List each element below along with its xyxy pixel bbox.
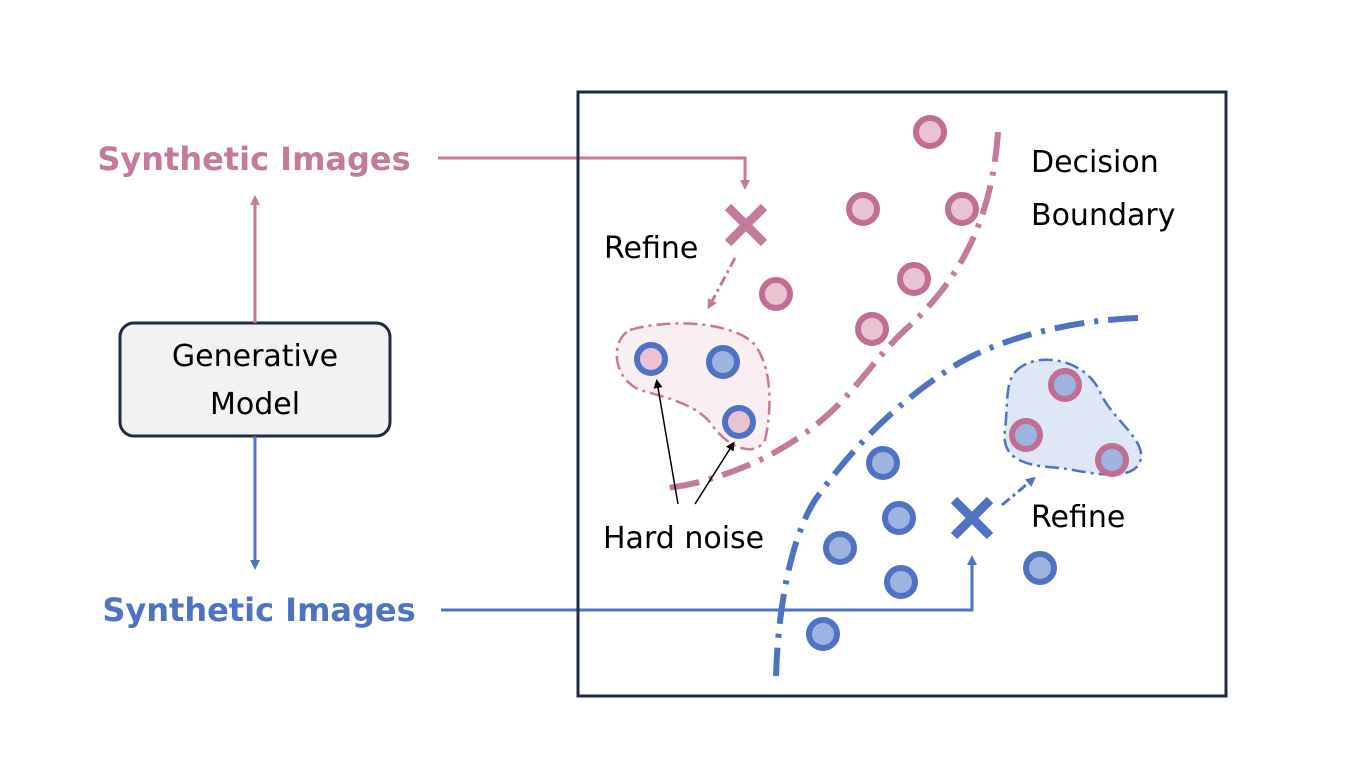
pink-point (846, 192, 880, 226)
pink-point (945, 192, 979, 226)
generative-model-label-line1: Generative (172, 339, 338, 374)
pink-points (759, 115, 979, 346)
synthetic-images-top-label: Synthetic Images (97, 140, 410, 178)
blue-point (806, 617, 840, 651)
refined-point (1048, 368, 1082, 402)
synthetic-images-bottom-label: Synthetic Images (102, 591, 415, 629)
connector-top-synthetic-to-cross (438, 156, 750, 190)
pink-point (855, 312, 889, 346)
refined-point (1009, 418, 1043, 452)
blue-point (1023, 551, 1057, 585)
blue-point (884, 565, 918, 599)
refined-blue-region-points (1009, 368, 1129, 477)
decision-boundary-pink (664, 131, 1001, 491)
generative-model-box: Generative Model (118, 321, 392, 438)
blue-point (882, 501, 916, 535)
pink-point (759, 277, 793, 311)
refine-label-bottom: Refine (1031, 500, 1125, 535)
generative-model-label-line2: Model (210, 387, 300, 422)
blue-point (823, 531, 857, 565)
refine-label-top: Refine (604, 231, 698, 266)
refine-arrow-bottom (1001, 476, 1036, 507)
decision-boundary-blue (773, 315, 1139, 677)
hard-noise-points (634, 342, 756, 439)
hard-noise-point (634, 342, 668, 376)
connector-bottom-synthetic-to-cross (441, 555, 977, 612)
blue-point (706, 345, 740, 379)
blue-point (866, 446, 900, 480)
pink-point (913, 115, 947, 149)
hard-noise-label: Hard noise (603, 521, 764, 556)
hard-noise-pointer-2 (694, 441, 735, 505)
pink-point (897, 262, 931, 296)
x-mark-icon (950, 496, 994, 540)
decision-boundary-label-line2: Boundary (1031, 198, 1175, 233)
hard-noise-point (722, 405, 756, 439)
blue-points (806, 446, 1057, 651)
x-mark-icon (724, 203, 768, 247)
refined-point (1095, 443, 1129, 477)
refine-arrow-top (707, 257, 737, 310)
feature-space-panel (576, 90, 1228, 698)
decision-boundary-label-line1: Decision (1031, 145, 1159, 180)
hard-noise-pointer-1 (653, 379, 679, 505)
